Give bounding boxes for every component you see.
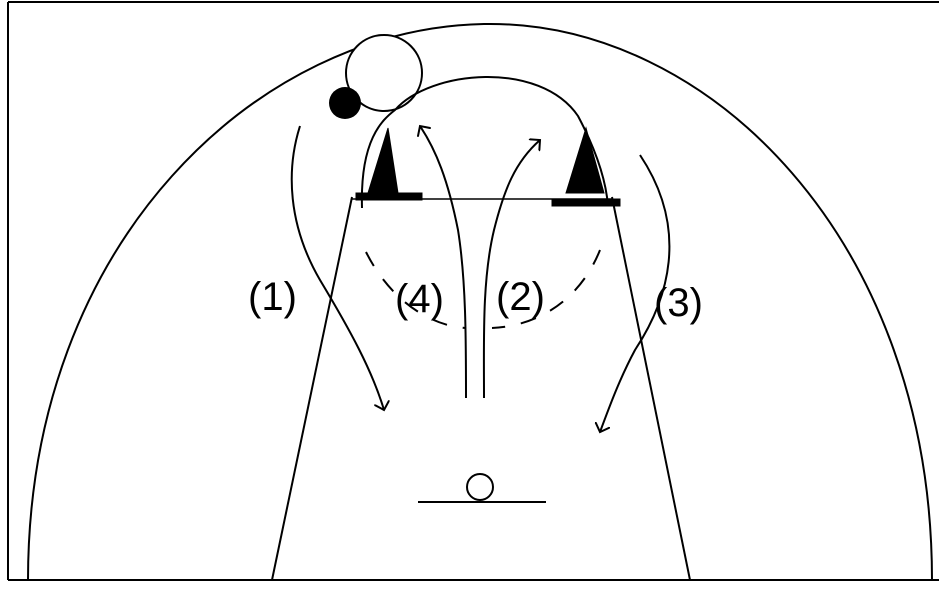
lane-left-line — [271, 196, 353, 581]
dash-right — [491, 249, 601, 329]
basket-rim — [466, 473, 494, 501]
path-2-label: (2) — [496, 275, 545, 319]
path-1-label: (1) — [248, 275, 297, 319]
player-circle — [345, 34, 423, 112]
cone-right — [551, 126, 621, 207]
ball-icon — [329, 87, 361, 119]
path-3-arrow — [600, 154, 671, 432]
arc-over-top — [360, 76, 609, 209]
path-4-label: (4) — [395, 277, 444, 321]
path-2-arrow — [482, 140, 540, 399]
three-point-arc — [27, 22, 933, 581]
cone-left — [355, 127, 423, 201]
lane-right-line — [611, 196, 691, 581]
court-lines — [7, 1, 939, 581]
cones — [355, 126, 621, 207]
player-with-ball — [329, 34, 423, 119]
path-1-arrow — [290, 125, 384, 410]
dash-left — [365, 251, 467, 329]
movement-paths — [290, 76, 671, 432]
path-4-arrow — [420, 126, 467, 399]
path-3-label: (3) — [654, 281, 703, 325]
